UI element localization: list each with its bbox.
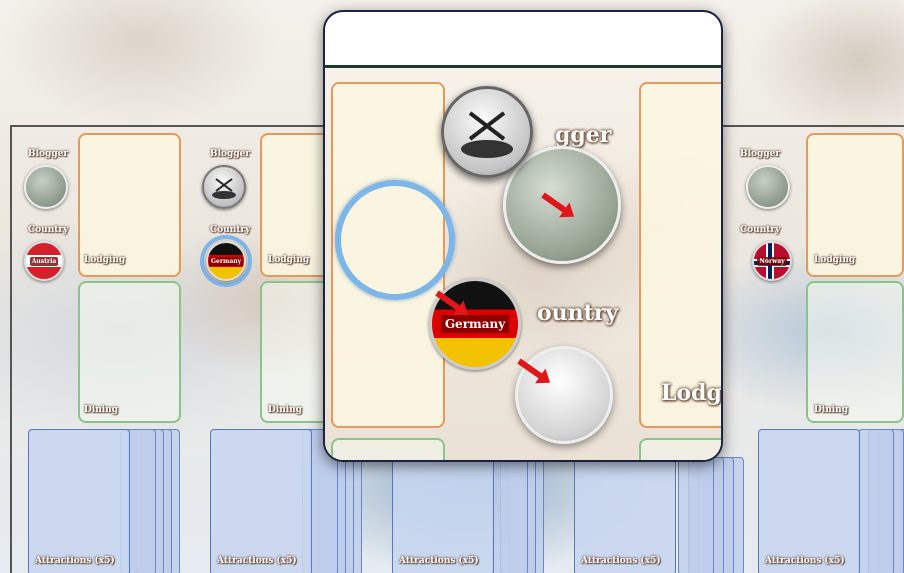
attractions-label: Attractions (x5) (217, 556, 297, 566)
attraction-card[interactable]: Attractions (x5) (574, 457, 676, 573)
country-label: Country (210, 225, 250, 235)
blogger-label: Blogger (28, 149, 68, 159)
dining-label: Dining (814, 405, 848, 415)
attraction-card[interactable]: Attractions (x5) (392, 457, 494, 573)
country-token-label: Norway (757, 257, 786, 266)
zoom-preview-popup: Lodgi gger ountry Germany (323, 10, 723, 462)
lodging-label-zoom: Lodgi (661, 380, 723, 406)
dining-slot-zoom (331, 438, 445, 462)
lodging-label: Lodging (84, 255, 125, 265)
dining-slot[interactable]: Dining (78, 281, 181, 423)
lodging-slot[interactable]: Lodging (78, 133, 181, 277)
norway-flag-icon[interactable]: Norway (752, 241, 792, 281)
zoom-board-view: Lodgi gger ountry Germany (325, 65, 723, 462)
attractions-label: Attractions (x5) (765, 556, 845, 566)
lodging-label: Lodging (814, 255, 855, 265)
country-label-zoom: ountry (537, 300, 618, 326)
lodging-label: Lodging (268, 255, 309, 265)
country-token-label-zoom: Germany (441, 315, 509, 333)
blogger-label-zoom: gger (555, 122, 611, 148)
country-label: Country (28, 225, 68, 235)
blogger-token-slot[interactable] (746, 165, 790, 209)
lodging-slot-zoom-right: Lodgi (639, 82, 723, 428)
attractions-label: Attractions (x5) (399, 556, 479, 566)
germany-flag-icon[interactable]: Germany (206, 241, 246, 281)
lodging-slot[interactable]: Lodging (806, 133, 904, 277)
austria-flag-icon[interactable]: Austria (24, 241, 64, 281)
dining-slot[interactable]: Dining (806, 281, 904, 423)
dining-slot-zoom-right (639, 438, 723, 462)
attraction-card (678, 457, 714, 573)
attractions-label: Attractions (x5) (581, 556, 661, 566)
dining-label: Dining (268, 405, 302, 415)
dining-label: Dining (84, 405, 118, 415)
attraction-card: Attractions (x5) (758, 429, 860, 573)
country-token-label: Germany (209, 257, 243, 266)
blogger-token-slot[interactable] (24, 165, 68, 209)
country-token-label: Austria (30, 257, 59, 266)
plate-cutlery-icon[interactable] (202, 165, 246, 209)
attraction-card: Attractions (x5) (210, 429, 312, 573)
attractions-label: Attractions (x5) (35, 556, 115, 566)
selection-ring-zoom (335, 180, 455, 300)
attraction-card (492, 457, 528, 573)
attraction-card: Attractions (x5) (28, 429, 130, 573)
country-label: Country (740, 225, 780, 235)
blogger-label: Blogger (210, 149, 250, 159)
germany-flag-icon: Germany (429, 278, 521, 370)
plate-cutlery-icon (441, 86, 533, 178)
country-token-slot-zoom (515, 346, 613, 444)
blogger-label: Blogger (740, 149, 780, 159)
attraction-card (858, 429, 894, 573)
